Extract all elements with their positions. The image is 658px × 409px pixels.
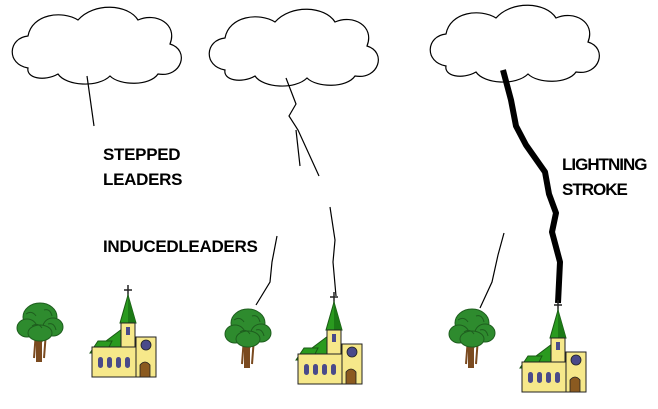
- stepped-leaders-label: STEPPED LEADERS: [103, 142, 182, 192]
- church-icon: [296, 292, 362, 384]
- induced-leader: [330, 207, 336, 296]
- tree-icon: [225, 309, 271, 368]
- induced-leader: [256, 236, 277, 305]
- cloud-icon: [12, 7, 181, 84]
- stepped-leader-branch: [296, 130, 300, 166]
- cloud-icon: [209, 9, 378, 86]
- church-icon: [520, 300, 586, 392]
- stepped-label-line1: STEPPED: [103, 142, 182, 167]
- stroke-label-line2: STROKE: [562, 177, 647, 202]
- lightning-stroke-label: LIGHTNING STROKE: [562, 152, 647, 202]
- church-icon: [90, 285, 156, 377]
- induced-leaders-label: INDUCEDLEADERS: [103, 234, 257, 259]
- stepped-leader: [286, 78, 319, 176]
- tree-icon: [17, 303, 63, 362]
- stepped-label-line2: LEADERS: [103, 167, 182, 192]
- tree-icon: [449, 309, 495, 368]
- lightning-stroke: [503, 70, 560, 303]
- stroke-label-line1: LIGHTNING: [562, 152, 647, 177]
- cloud-icon: [430, 5, 599, 82]
- induced-leader: [480, 233, 504, 308]
